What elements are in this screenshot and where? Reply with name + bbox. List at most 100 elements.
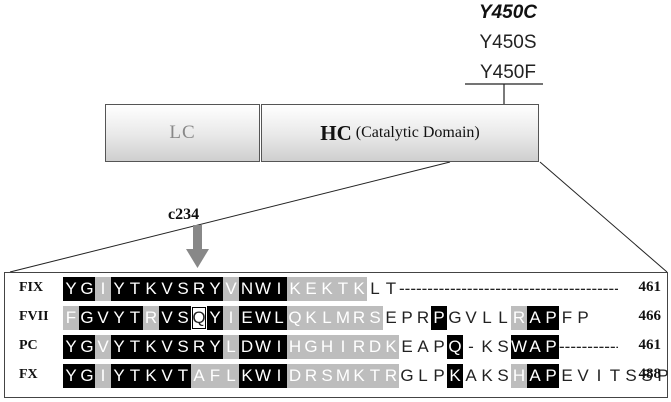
residue: P (657, 366, 669, 385)
residue: W (255, 306, 271, 330)
residue: T (127, 335, 143, 359)
residue: L (418, 366, 428, 385)
residue: K (481, 337, 493, 356)
arrow-head (186, 249, 209, 268)
residue: Q (287, 306, 303, 330)
residue: N (239, 277, 255, 301)
residue: E (561, 366, 573, 385)
residue: R (191, 335, 207, 359)
residue: P (543, 364, 559, 388)
zoom-line-right (539, 161, 668, 273)
residue: T (367, 364, 383, 388)
residue: S (175, 306, 191, 330)
residue: I (223, 306, 239, 330)
residue: R (511, 306, 527, 330)
sequence-name: FX (19, 367, 38, 382)
residue: A (527, 335, 543, 359)
gap-dashes: ------------------ (559, 337, 618, 356)
residue: K (447, 364, 463, 388)
residue: W (255, 277, 271, 301)
residue: Y (63, 335, 79, 359)
residue: T (127, 277, 143, 301)
zoom-line-left (9, 161, 451, 273)
residue: V (95, 335, 111, 359)
residue: G (79, 335, 95, 359)
residue: E (401, 337, 413, 356)
residue: K (481, 366, 493, 385)
residue: A (465, 366, 477, 385)
residue: S (175, 335, 191, 359)
heavy-chain-domain: HC (Catalytic Domain) (261, 104, 539, 162)
residue: H (511, 364, 527, 388)
residue: Y (111, 306, 127, 330)
residue: D (367, 335, 383, 359)
residue: I (271, 277, 287, 301)
residue: M (335, 364, 351, 388)
residue: I (596, 366, 602, 385)
residue: P (431, 306, 447, 330)
residue: K (303, 306, 319, 330)
residue: S (175, 277, 191, 301)
sequence-name: PC (19, 338, 38, 353)
residue: F (561, 308, 573, 327)
residue: R (143, 306, 159, 330)
residue: I (271, 335, 287, 359)
residue: R (351, 306, 367, 330)
residue: T (335, 277, 351, 301)
residue: L (482, 308, 492, 327)
residue: K (351, 277, 367, 301)
mutation-label: Y450S (479, 32, 537, 53)
residue: G (448, 308, 462, 327)
residue: G (79, 306, 95, 330)
residue: A (191, 364, 207, 388)
heavy-chain-note: (Catalytic Domain) (355, 124, 480, 141)
gap-dashes: ----------------------------------------… (399, 279, 618, 298)
residue: Y (63, 277, 79, 301)
residue: I (271, 364, 287, 388)
residue: V (223, 277, 239, 301)
mutation-label: Y450F (480, 62, 536, 83)
residue: R (303, 364, 319, 388)
residue: A (417, 337, 429, 356)
residue: G (79, 364, 95, 388)
residue: E (385, 308, 397, 327)
residue: K (239, 364, 255, 388)
residue: L (223, 364, 239, 388)
residue: I (335, 335, 351, 359)
residue: Q (191, 306, 207, 330)
sequence-end-position: 461 (638, 337, 662, 353)
residue: D (239, 335, 255, 359)
residue: Y (111, 335, 127, 359)
residue: M (335, 306, 351, 330)
residue: - (468, 337, 474, 356)
residue: L (498, 308, 508, 327)
residue: Y (111, 364, 127, 388)
residue: T (385, 279, 397, 298)
residue: P (433, 337, 445, 356)
residue: A (527, 364, 543, 388)
residue: V (159, 306, 175, 330)
residue: Y (207, 306, 223, 330)
residue: S (319, 364, 335, 388)
residue: K (287, 277, 303, 301)
residue: P (401, 308, 413, 327)
residue: H (319, 335, 335, 359)
residue: Y (111, 277, 127, 301)
sequence-name: FVII (19, 309, 49, 324)
residue: K (383, 335, 399, 359)
residue: L (370, 279, 380, 298)
residue: S (625, 366, 637, 385)
residue: W (255, 364, 271, 388)
residue: P (543, 335, 559, 359)
residue: T (127, 306, 143, 330)
mutation-label: Y450C (478, 2, 538, 23)
residue: G (400, 366, 414, 385)
residue: V (159, 277, 175, 301)
sequence-end-position: 466 (638, 308, 662, 324)
residue: Y (207, 335, 223, 359)
residue: W (511, 335, 527, 359)
